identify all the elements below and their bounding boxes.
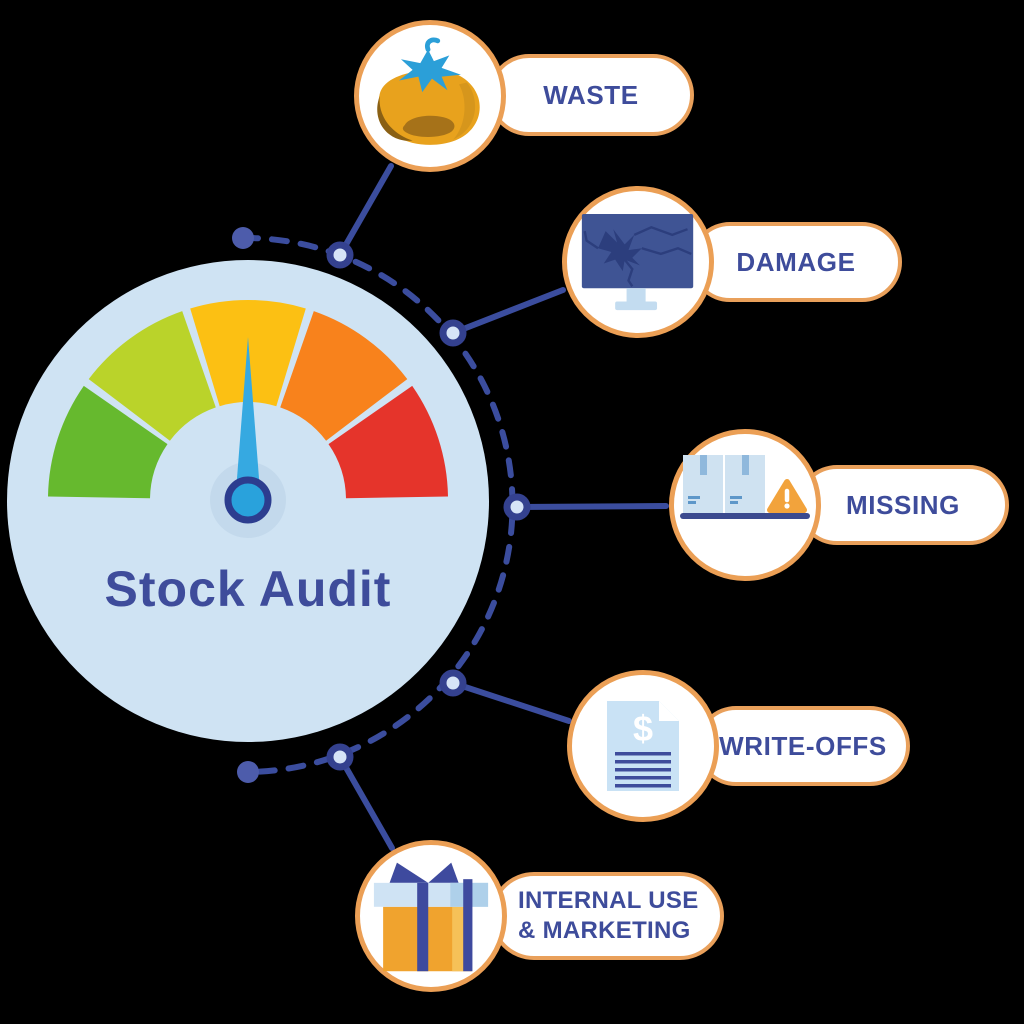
icon-circle-internal-use [355, 840, 507, 992]
node-waste [326, 241, 354, 269]
icon-circle-waste [354, 20, 506, 172]
gauge-segment-orange [280, 311, 408, 441]
dollar-document-icon: $ [607, 701, 679, 791]
node-write-offs [439, 669, 467, 697]
spoke-damage [450, 287, 566, 336]
spoke-internal-use [337, 754, 395, 851]
icon-circle-missing [669, 429, 821, 581]
icon-circle-write-offs: $ [567, 670, 719, 822]
label-pill-internal-use: INTERNAL USE & MARKETING [490, 872, 724, 960]
label-missing: MISSING [846, 489, 960, 520]
page-title: Stock Audit [104, 561, 392, 617]
node-damage [439, 319, 467, 347]
arc-end-dot-bottom [237, 761, 259, 783]
gauge-segment-lime [88, 311, 216, 441]
gauge-meter [48, 299, 448, 538]
spoke-waste [337, 163, 394, 258]
spoke-write-offs [450, 680, 572, 724]
stock-audit-circle: Stock Audit [7, 260, 489, 742]
arc-end-dot-top [232, 227, 254, 249]
label-pill-write-offs: WRITE-OFFS [696, 706, 910, 786]
label-internal-use: INTERNAL USE & MARKETING [518, 887, 699, 944]
gauge-segment-red [328, 385, 448, 499]
node-internal-use [326, 743, 354, 771]
rotten-tomato-icon [377, 37, 480, 145]
icon-circle-damage [562, 186, 714, 338]
gauge-segment-green [48, 385, 168, 499]
label-pill-damage: DAMAGE [690, 222, 902, 302]
node-missing [503, 493, 531, 521]
gauge-needle [235, 337, 261, 504]
arc-nodes [326, 241, 531, 771]
label-write-offs: WRITE-OFFS [719, 730, 887, 761]
label-waste: WASTE [543, 79, 639, 110]
dollar-symbol: $ [633, 708, 653, 749]
missing-boxes-warning-icon [680, 455, 810, 519]
label-damage: DAMAGE [736, 246, 856, 277]
broken-monitor-icon [581, 213, 694, 310]
label-pill-waste: WASTE [488, 54, 694, 136]
spoke-missing [514, 503, 669, 510]
label-pill-missing: MISSING [797, 465, 1009, 545]
gift-box-icon [373, 862, 489, 972]
needle-hub [224, 476, 272, 524]
